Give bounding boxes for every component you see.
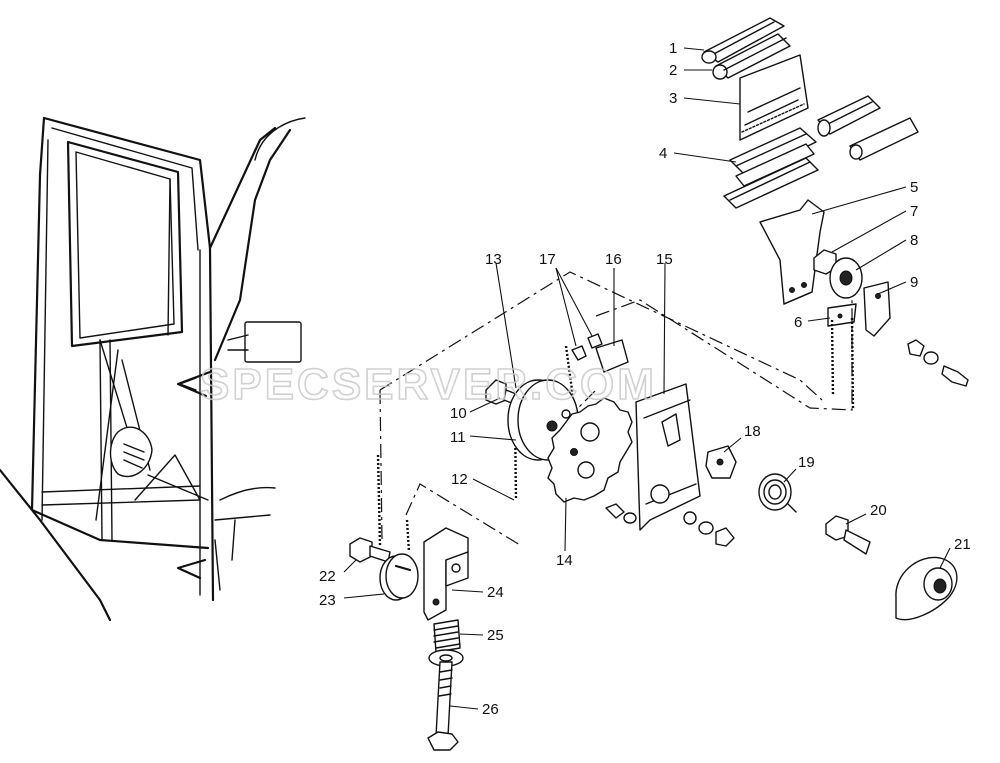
callout-23: 23 [319,592,336,609]
callout-11: 11 [450,429,466,446]
callout-2: 2 [669,62,677,79]
callout-labels: 1 2 3 4 5 6 7 8 9 10 11 12 13 14 15 16 1… [319,40,971,718]
lower-pulley-assembly [349,527,469,751]
cab-door-illustration [0,116,306,622]
callout-5: 5 [910,179,918,196]
callout-12: 12 [451,471,468,488]
callout-19: 19 [798,454,815,471]
callout-8: 8 [910,232,918,249]
callout-1: 1 [669,40,677,57]
callout-22: 22 [319,568,336,585]
callout-16: 16 [605,251,622,268]
chain-path-lines [376,271,855,553]
callout-13: 13 [485,251,502,268]
callout-9: 9 [910,274,918,291]
callout-21: 21 [954,536,971,553]
callout-7: 7 [910,203,918,220]
callout-3: 3 [669,90,677,107]
loose-parts-right [705,445,958,621]
watermark-text: SPECSERVER.COM [200,360,657,409]
callout-14: 14 [556,552,573,569]
callout-26: 26 [482,701,499,718]
callout-18: 18 [744,423,761,440]
callout-15: 15 [656,251,673,268]
window-seal-parts [701,17,919,209]
callout-6: 6 [794,314,802,331]
leader-lines [343,47,951,710]
window-regulator-mechanism [485,333,735,547]
callout-25: 25 [487,627,504,644]
callout-24: 24 [487,584,504,601]
callout-4: 4 [659,145,667,162]
upper-pulley-bracket-assembly [759,199,969,387]
callout-20: 20 [870,502,887,519]
callout-17: 17 [539,251,556,268]
callout-10: 10 [450,405,467,422]
